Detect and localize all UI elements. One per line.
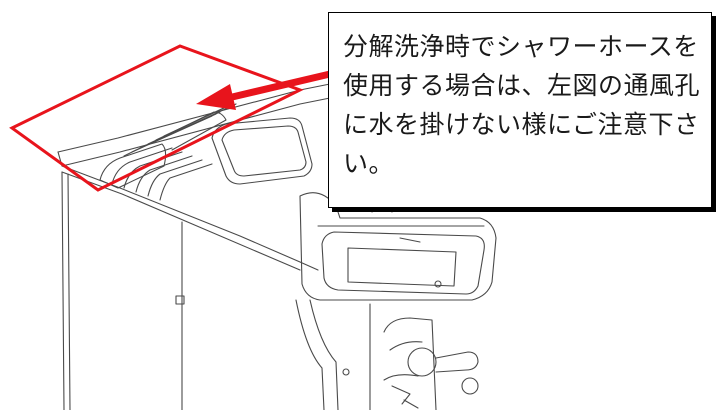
hopper-lid (211, 117, 313, 185)
door-hinge (175, 295, 185, 305)
cabinet-left-edge (61, 171, 65, 410)
callout-box: 分解洗浄時でシャワーホースを使用する場合は、左図の通風孔に水を掛けない様にご注意… (328, 12, 712, 208)
vent-highlight-box (9, 44, 304, 192)
red-arrow-icon (196, 70, 331, 110)
vent-louvres (99, 103, 237, 201)
callout-text: 分解洗浄時でシャワーホースを使用する場合は、左図の通風孔に水を掛けない様にご注意… (343, 32, 701, 178)
dispenser-unit (295, 299, 479, 410)
machine-body (57, 81, 497, 410)
